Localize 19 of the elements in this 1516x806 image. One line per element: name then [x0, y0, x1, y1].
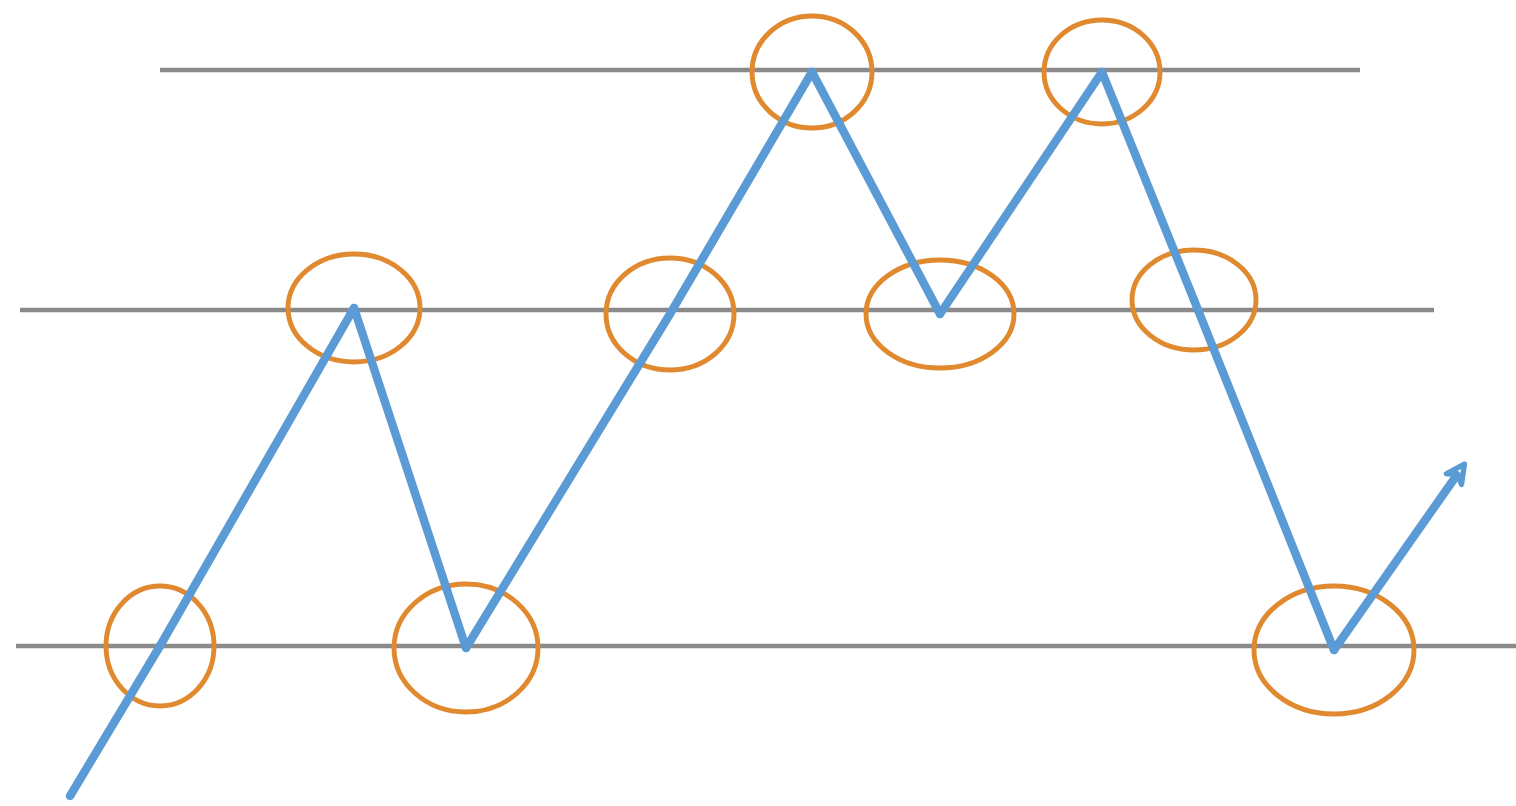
price-line [935, 67, 1107, 319]
price-line [665, 67, 817, 319]
circle-marker [103, 583, 217, 709]
circle-marker [1129, 247, 1259, 353]
circle-marker [603, 255, 737, 373]
price-line [807, 67, 945, 319]
circle-marker [749, 13, 875, 131]
circle-marker [391, 581, 541, 715]
circle-marker [863, 257, 1017, 371]
circle-marker [1251, 583, 1417, 717]
price-line [65, 641, 165, 801]
circle-marker [285, 251, 423, 365]
price-line [1189, 295, 1339, 655]
price-line [349, 303, 471, 653]
price-line [155, 303, 359, 651]
price-line [1097, 67, 1199, 305]
circle-marker [1041, 17, 1163, 127]
price-line [1329, 461, 1468, 655]
price-line [461, 309, 675, 653]
